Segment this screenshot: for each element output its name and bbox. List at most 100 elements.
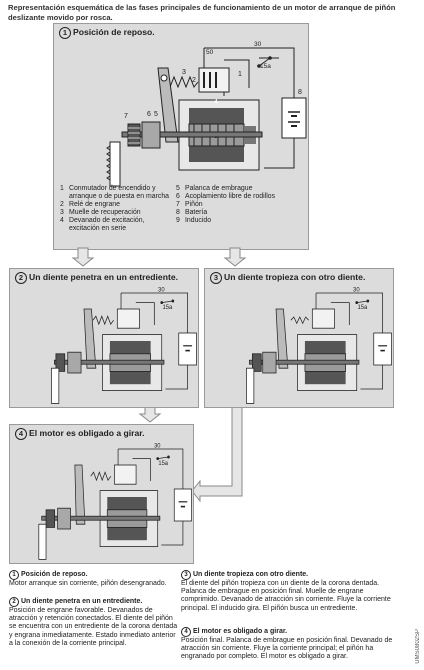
pinion-icon [127, 123, 141, 147]
pinion-icon [55, 353, 66, 372]
clutch-lever-icon [275, 308, 289, 369]
panel-title-text: Posición de reposo. [73, 27, 155, 37]
description-text: Posición final. Palanca de embrague en p… [181, 637, 393, 661]
terminal-15a-label: 15a [357, 304, 367, 311]
document-code: UMS0802SP [415, 629, 421, 664]
document-title: Representación esquemática de las fases … [8, 3, 396, 22]
description-text: Posición de engrane favorable. Devanados… [9, 607, 178, 647]
callout-7: 7 [124, 113, 128, 120]
step-number-badge: 1 [9, 570, 19, 580]
starter-motor-diagram: 30 50 15a 1 2 3 5 [106, 41, 307, 187]
clutch-lever-icon [83, 308, 97, 369]
step-number-badge: 3 [181, 570, 191, 580]
roller-freewheel-icon [57, 507, 71, 530]
step-number-badge: 1 [59, 27, 71, 39]
terminal-15a-label: 15a [260, 63, 271, 70]
description-heading: Un diente penetra en un entrediente. [21, 598, 143, 605]
arrow-2-to-4 [138, 405, 162, 423]
engagement-relay-icon [114, 464, 137, 485]
terminal-30-label: 30 [353, 286, 360, 293]
motor-shaft-icon [121, 131, 263, 138]
battery-icon [173, 488, 192, 522]
panel-title-text: El motor es obligado a girar. [29, 428, 145, 438]
panel-title-text: Un diente tropieza con otro diente. [224, 272, 366, 282]
description-heading: Posición de reposo. [21, 571, 88, 578]
callout-5: 5 [154, 111, 158, 118]
return-spring-icon [92, 315, 114, 326]
ignition-switch-icon [160, 299, 175, 305]
ring-gear-icon [246, 367, 255, 404]
step-number-badge: 4 [15, 428, 27, 440]
terminal-30-label: 30 [158, 286, 165, 293]
description-text: El diente del piñón tropieza con un dien… [181, 580, 391, 612]
ignition-switch-icon [156, 455, 170, 461]
engagement-relay-icon [116, 308, 140, 329]
ignition-switch-icon [257, 56, 272, 68]
terminal-15a-label: 15a [162, 304, 172, 311]
callout-1: 1 [238, 71, 242, 78]
step-number-badge: 3 [210, 272, 222, 284]
ring-gear-icon [51, 367, 60, 404]
terminal-30-label: 30 [254, 41, 262, 48]
callout-2: 2 [192, 77, 196, 84]
battery-icon [373, 332, 392, 366]
battery-icon [178, 332, 197, 366]
return-spring-icon [90, 471, 112, 482]
terminal-30-label: 30 [154, 442, 161, 449]
ignition-switch-icon [355, 299, 370, 305]
description-heading: Un diente tropieza con otro diente. [193, 571, 309, 578]
panel-title-text: Un diente penetra en un entrediente. [29, 272, 178, 282]
callout-6: 6 [147, 111, 151, 118]
terminal-15a-label: 15a [158, 460, 168, 467]
return-spring-icon [290, 316, 309, 325]
description-heading: El motor es obligado a girar. [193, 628, 288, 635]
step-number-badge: 2 [15, 272, 27, 284]
clutch-lever-icon [157, 67, 179, 143]
engagement-relay-icon [198, 67, 230, 93]
engagement-relay-icon [311, 308, 335, 329]
clutch-lever-icon [74, 464, 86, 525]
motor-shaft-icon [41, 515, 161, 521]
ring-gear-icon [106, 141, 121, 187]
pinion-icon [45, 509, 56, 528]
step-number-badge: 4 [181, 627, 191, 637]
roller-freewheel-icon [67, 351, 82, 374]
callout-4: 4 [214, 99, 218, 106]
callout-8: 8 [298, 89, 302, 96]
step-number-badge: 2 [9, 597, 19, 607]
terminal-50-label: 50 [206, 49, 214, 56]
arrow-to-step-2 [71, 247, 95, 267]
pinion-icon [252, 353, 262, 372]
ring-gear-icon [38, 523, 47, 560]
motor-shaft-icon [249, 359, 360, 365]
roller-freewheel-icon [141, 121, 161, 149]
description-text: Motor arranque sin corriente, piñón dese… [9, 580, 167, 587]
arrow-to-step-3 [223, 247, 247, 267]
starter-motor-diagram: 30 15a [38, 442, 192, 560]
starter-motor-diagram: 30 15a [51, 286, 197, 404]
roller-freewheel-icon [262, 351, 277, 374]
callout-3: 3 [182, 69, 186, 76]
motor-shaft-icon [54, 359, 165, 365]
